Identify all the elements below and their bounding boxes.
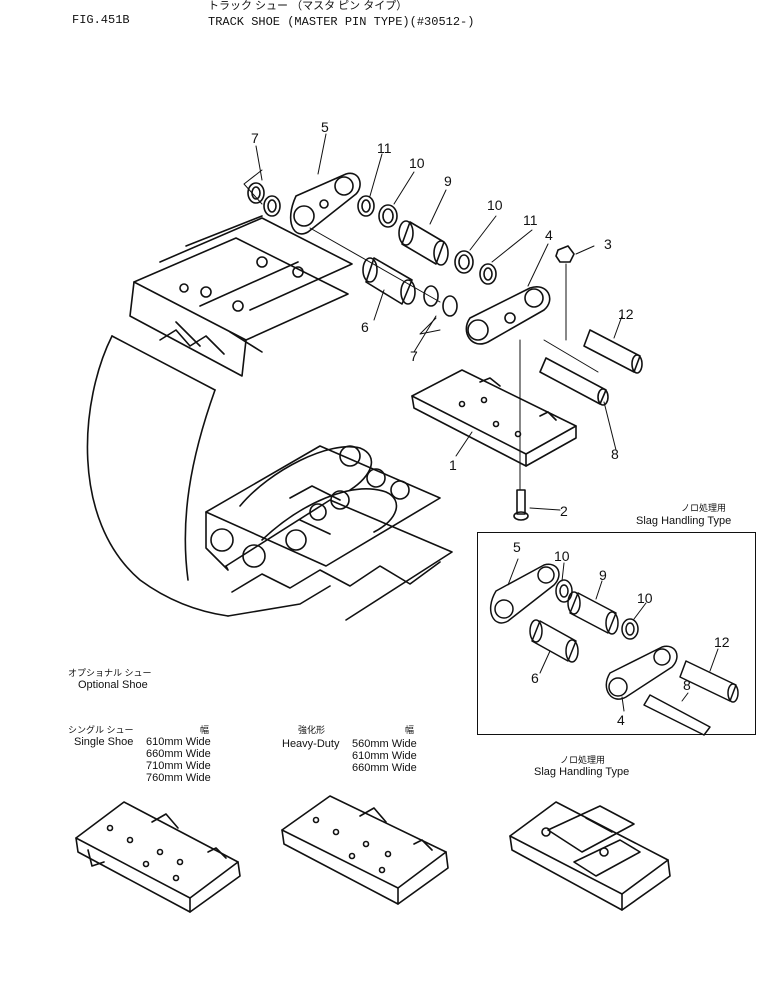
callout-10: 10 xyxy=(409,155,425,171)
part-4-master-link xyxy=(465,286,551,345)
title-japanese: トラック シュー （マスタ ピン タイプ） xyxy=(208,0,408,12)
single-width-japanese: 幅 xyxy=(200,725,210,735)
inset-callout-6: 6 xyxy=(531,670,539,686)
heavy-width-2: 610mm Wide xyxy=(352,750,417,762)
part-4-master-link xyxy=(605,645,678,700)
page-title: TRACK SHOE (MASTER PIN TYPE)(#30512-) xyxy=(208,15,475,29)
part-2-bolt xyxy=(513,489,529,521)
heavy-duty-japanese: 強化形 xyxy=(298,725,326,735)
inset-title-japanese: ノロ処理用 xyxy=(681,503,727,513)
part-7-washer-a xyxy=(247,182,265,204)
single-width-4: 760mm Wide xyxy=(146,772,211,784)
slag-type-japanese: ノロ処理用 xyxy=(560,755,606,765)
single-width-3: 710mm Wide xyxy=(146,760,211,772)
optional-shoe-japanese: オプショナル シュー xyxy=(68,668,152,678)
part-11-seal-b xyxy=(479,263,497,285)
part-12-pin xyxy=(583,329,643,374)
single-width-2: 660mm Wide xyxy=(146,748,211,760)
callout-8: 8 xyxy=(611,446,619,462)
inset-callout-10: 10 xyxy=(637,590,653,606)
inset-callout-5: 5 xyxy=(513,539,521,555)
heavy-width-1: 560mm Wide xyxy=(352,738,417,750)
callout-4: 4 xyxy=(545,227,553,243)
callout-5: 5 xyxy=(321,119,329,135)
callout-11: 11 xyxy=(523,212,538,228)
part-7-washer-b xyxy=(263,195,281,217)
callout-9: 9 xyxy=(444,173,452,189)
heavy-duty-label: Heavy-Duty xyxy=(282,738,340,750)
single-shoe-drawing xyxy=(75,801,241,913)
part-8-pin xyxy=(643,694,711,736)
inset-callout-8: 8 xyxy=(683,677,691,693)
slag-type-label: Slag Handling Type xyxy=(534,766,630,778)
single-shoe-japanese: シングル シュー xyxy=(68,725,134,735)
slag-handling-inset xyxy=(477,532,756,736)
part-6-bushing xyxy=(362,257,416,305)
part-5-master-link xyxy=(289,172,361,235)
callout-12: 12 xyxy=(618,306,634,322)
callout-11: 11 xyxy=(377,140,392,156)
callout-10: 10 xyxy=(487,197,503,213)
part-8-pin xyxy=(539,357,609,406)
part-5-master-link xyxy=(490,563,560,624)
figure-number: FIG.451B xyxy=(72,13,130,27)
part-9-bushing xyxy=(398,220,449,266)
part-9-bushing xyxy=(569,592,617,634)
callout-7: 7 xyxy=(410,348,418,364)
single-width-1: 610mm Wide xyxy=(146,736,211,748)
part-10-spacer-a xyxy=(378,204,398,228)
inset-callout-12: 12 xyxy=(714,634,730,650)
callout-1: 1 xyxy=(449,457,457,473)
callout-6: 6 xyxy=(361,319,369,335)
slag-handling-parts-diagram xyxy=(490,558,739,736)
callout-3: 3 xyxy=(604,236,612,252)
inset-callout-9: 9 xyxy=(599,567,607,583)
inset-title: Slag Handling Type xyxy=(636,515,732,527)
part-1-shoe-plate xyxy=(411,369,577,467)
slag-handling-shoe-drawing xyxy=(509,801,671,911)
track-assembly-illustration xyxy=(86,215,453,621)
callout-2: 2 xyxy=(560,503,568,519)
part-3-nut xyxy=(555,245,575,263)
part-6-bushing xyxy=(531,620,577,662)
part-11-seal-a xyxy=(357,195,375,217)
inset-callout-4: 4 xyxy=(617,712,625,728)
heavy-width-3: 660mm Wide xyxy=(352,762,417,774)
heavy-width-japanese: 幅 xyxy=(405,725,415,735)
inset-callout-10: 10 xyxy=(554,548,570,564)
part-10-spacer-b xyxy=(454,250,474,274)
optional-shoe-label: Optional Shoe xyxy=(78,679,148,691)
heavy-duty-shoe-drawing xyxy=(281,795,449,905)
single-shoe-label: Single Shoe xyxy=(74,736,134,748)
callout-7: 7 xyxy=(251,130,259,146)
